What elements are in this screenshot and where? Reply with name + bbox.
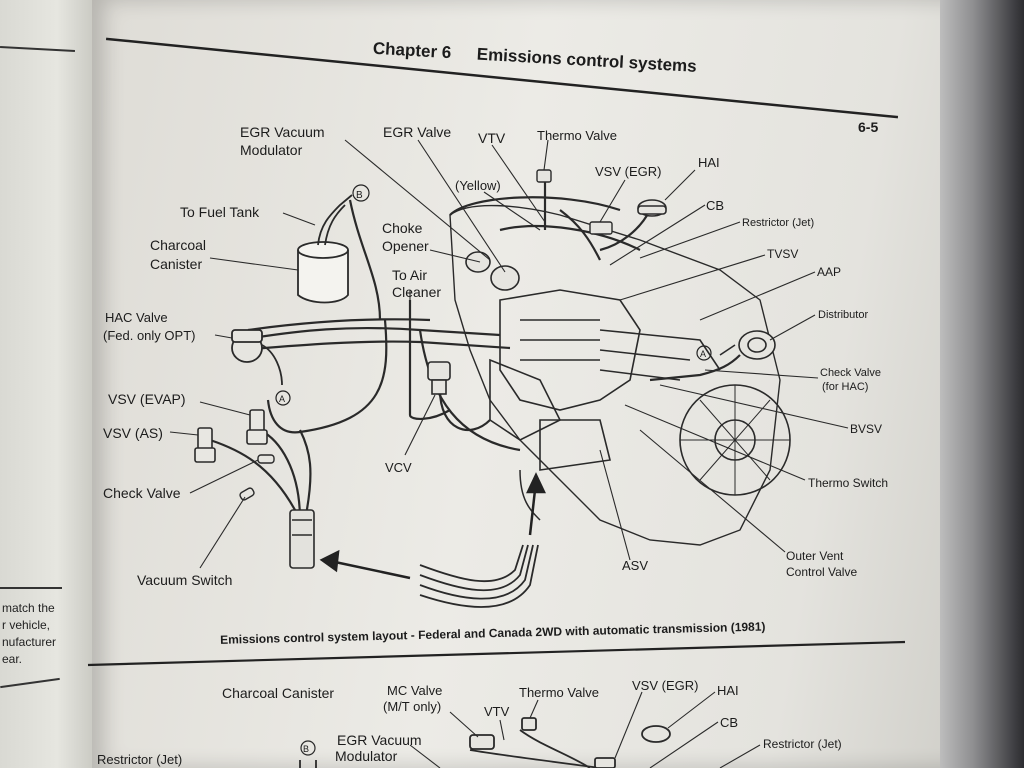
manual-page xyxy=(92,0,972,768)
label-to-air-cleaner: To Air xyxy=(392,267,427,283)
diagram-bottom-shapes xyxy=(299,717,671,768)
label-vtv: VTV xyxy=(478,130,506,146)
vcv-shape xyxy=(427,361,451,395)
label-asv: ASV xyxy=(622,558,648,573)
page-edge-shadow xyxy=(940,0,1024,768)
marker-a: A xyxy=(700,349,706,359)
bottom-label-restrictor-jet: Restrictor (Jet) xyxy=(97,752,182,767)
label-vsv-evap: VSV (EVAP) xyxy=(108,391,186,407)
left-page: match the r vehicle, nufacturer ear. xyxy=(0,0,95,768)
label-charcoal-canister: Canister xyxy=(150,256,202,272)
chapter-title: Emissions control systems xyxy=(476,45,697,76)
left-text-line: ear. xyxy=(2,652,23,666)
left-page-text: match the r vehicle, nufacturer ear. xyxy=(2,600,72,668)
label-distributor: Distributor xyxy=(818,309,868,321)
chapter-label: Chapter 6 xyxy=(372,39,451,62)
label-thermo-valve: Thermo Valve xyxy=(537,128,617,143)
marker-a: A xyxy=(279,394,285,404)
page-header: Chapter 6 Emissions control systems xyxy=(105,37,899,119)
label-yellow: (Yellow) xyxy=(455,178,501,193)
label-outer-vent-control-valve: Control Valve xyxy=(786,565,857,579)
bottom-label-thermo-valve: Thermo Valve xyxy=(519,685,599,700)
label-check-valve: Check Valve xyxy=(103,485,181,501)
label-tvsv: TVSV xyxy=(767,247,798,261)
label-egr-vacuum-modulator: EGR Vacuum xyxy=(240,124,325,140)
label-aap: AAP xyxy=(817,265,841,279)
label-hac-valve: (Fed. only OPT) xyxy=(103,328,195,343)
hai-shape xyxy=(637,199,667,217)
check-valve-shape xyxy=(239,454,275,501)
label-charcoal-canister: Charcoal xyxy=(150,237,206,253)
leader-lines xyxy=(169,139,849,569)
label-vsv-egr: VSV (EGR) xyxy=(595,164,661,179)
label-bvsv: BVSV xyxy=(850,422,882,436)
marker-a-circle xyxy=(696,345,712,361)
left-text-line: nufacturer xyxy=(2,635,57,649)
label-choke-opener: Choke xyxy=(382,220,423,236)
label-cb: CB xyxy=(706,198,724,213)
bottom-label-cb: CB xyxy=(720,715,738,730)
vsv-egr-shape xyxy=(536,169,613,235)
label-vacuum-switch: Vacuum Switch xyxy=(137,572,232,588)
engine-illustration xyxy=(449,204,791,546)
bottom-label-charcoal-canister: Charcoal Canister xyxy=(222,685,334,701)
flow-arrows xyxy=(319,472,546,580)
distributor-shape xyxy=(719,330,776,360)
bottom-label-egr-vacuum-modulator: Modulator xyxy=(335,748,398,764)
hose-bundle xyxy=(419,544,539,608)
header-rule xyxy=(105,37,899,119)
left-text-line: r vehicle, xyxy=(2,618,51,632)
label-vcv: VCV xyxy=(385,460,412,475)
charcoal-canister-shape xyxy=(297,194,353,304)
label-egr-vacuum-modulator: Modulator xyxy=(240,142,303,158)
bottom-label-mc-valve: (M/T only) xyxy=(383,699,441,714)
label-outer-vent-control-valve: Outer Vent xyxy=(786,549,844,563)
label-restrictor-jet: Restrictor (Jet) xyxy=(742,217,814,229)
bottom-label-egr-vacuum-modulator: EGR Vacuum xyxy=(337,732,422,748)
label-egr-valve: EGR Valve xyxy=(383,124,451,140)
label-to-air-cleaner: Cleaner xyxy=(392,284,441,300)
marker-a-circle xyxy=(275,390,291,406)
page-number: 6-5 xyxy=(858,119,878,135)
label-vsv-as: VSV (AS) xyxy=(103,425,163,441)
diagram-bottom-leaders xyxy=(409,691,761,768)
label-hac-valve: HAC Valve xyxy=(105,310,168,325)
label-thermo-switch: Thermo Switch xyxy=(808,476,888,490)
figure-caption: Emissions control system layout - Federa… xyxy=(220,620,766,647)
label-check-valve-hac: (for HAC) xyxy=(822,381,868,393)
label-choke-opener: Opener xyxy=(382,238,429,254)
label-to-fuel-tank: To Fuel Tank xyxy=(180,204,260,220)
hac-valve-shape xyxy=(231,329,283,386)
label-check-valve-hac: Check Valve xyxy=(820,367,881,379)
label-hai: HAI xyxy=(698,155,720,170)
bottom-label-mc-valve: MC Valve xyxy=(387,683,442,698)
vacuum-hoses xyxy=(209,180,741,521)
diagram-top-labels: EGR Vacuum Modulator EGR Valve VTV Therm… xyxy=(103,124,888,588)
marker-b: B xyxy=(356,190,363,201)
marker-b: B xyxy=(303,744,309,754)
left-page-rule xyxy=(0,587,62,589)
bottom-label-vsv-egr: VSV (EGR) xyxy=(632,678,698,693)
diagram-bottom-labels: Charcoal Canister MC Valve (M/T only) Th… xyxy=(97,678,842,767)
vacuum-switch-shape xyxy=(289,509,315,569)
vsv-shapes xyxy=(194,409,268,463)
choke-opener-shape xyxy=(465,251,520,291)
caption-rule xyxy=(87,640,906,667)
bottom-label-hai: HAI xyxy=(717,683,739,698)
bottom-label-vtv: VTV xyxy=(484,704,510,719)
bottom-label-restrictor-jet: Restrictor (Jet) xyxy=(763,737,842,751)
left-text-line: match the xyxy=(2,601,55,615)
marker-b-circle xyxy=(352,184,370,202)
